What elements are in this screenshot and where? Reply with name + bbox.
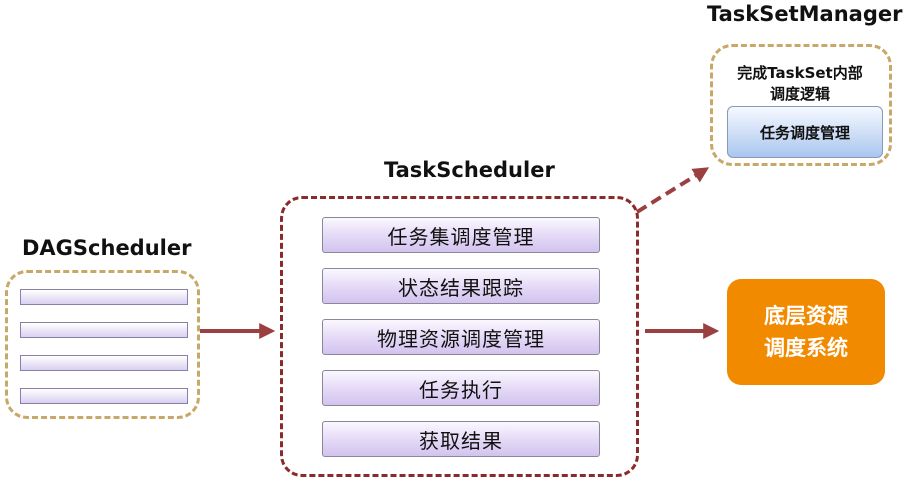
dag-stage-bar-1: [20, 289, 188, 305]
resource-system-line2: 调度系统: [764, 336, 848, 360]
task-scheduler-title: TaskScheduler: [384, 158, 555, 182]
ts-item-fetch-results: 获取结果: [322, 421, 600, 457]
dag-stage-bar-4: [20, 388, 188, 404]
ts-item-status-tracking: 状态结果跟踪: [322, 268, 600, 304]
taskset-manager-caption-line2: 调度逻辑: [769, 85, 830, 103]
taskset-manager-inner-label: 任务调度管理: [759, 123, 850, 142]
dag-scheduler-title: DAGScheduler: [22, 236, 192, 260]
taskset-manager-box: [710, 44, 892, 166]
taskset-manager-caption-line1: 完成TaskSet内部: [737, 64, 863, 82]
dag-stage-bar-2: [20, 322, 188, 338]
taskset-manager-title: TaskSetManager: [707, 2, 903, 26]
taskset-manager-inner-box: 任务调度管理: [727, 106, 883, 158]
ts-item-physical-resource-scheduling: 物理资源调度管理: [322, 319, 600, 355]
dag-scheduler-box: [5, 270, 200, 419]
resource-scheduling-system-box: 底层资源 调度系统: [727, 279, 885, 385]
resource-system-line1: 底层资源: [764, 304, 848, 328]
ts-item-task-execution: 任务执行: [322, 370, 600, 406]
task-scheduler-box: [280, 196, 639, 477]
dag-stage-bar-3: [20, 355, 188, 371]
arrow-taskscheduler-to-tasksetmanager: [635, 167, 710, 214]
ts-item-taskset-scheduling: 任务集调度管理: [322, 217, 600, 253]
